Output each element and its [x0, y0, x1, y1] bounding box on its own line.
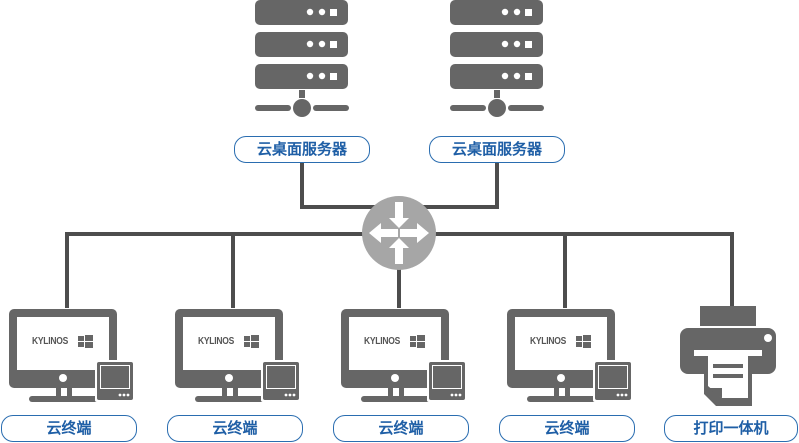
server-link-left — [300, 161, 382, 209]
desktop-terminal-icon — [175, 309, 301, 402]
os-brand-text: KYLINOS — [364, 336, 401, 347]
server-label-1: 云桌面服务器 — [234, 136, 370, 163]
terminal-node-2: KYLINOS — [172, 306, 302, 406]
server-link-right — [418, 161, 499, 209]
windows-logo-icon — [576, 335, 591, 348]
terminal-label-3: 云终端 — [333, 415, 469, 442]
server-node-1 — [255, 0, 350, 165]
desktop-terminal-icon — [507, 309, 633, 402]
windows-logo-icon — [410, 335, 425, 348]
server-label-2: 云桌面服务器 — [429, 136, 565, 163]
windows-logo-icon — [244, 335, 259, 348]
terminal-node-3: KYLINOS — [338, 306, 468, 406]
desktop-terminal-icon — [341, 309, 467, 402]
server-icon — [255, 0, 349, 117]
os-brand-text: KYLINOS — [32, 336, 69, 347]
terminal-node-4: KYLINOS — [504, 306, 634, 406]
os-brand-text: KYLINOS — [198, 336, 235, 347]
server-node-2 — [450, 0, 545, 165]
os-brand-text: KYLINOS — [530, 336, 567, 347]
printer-label: 打印一体机 — [664, 415, 798, 442]
terminal-label-2: 云终端 — [167, 415, 303, 442]
terminal-node-1: KYLINOS — [6, 306, 136, 406]
printer-icon — [680, 306, 776, 406]
desktop-terminal-icon — [9, 309, 135, 402]
windows-logo-icon — [78, 335, 93, 348]
terminal-label-1: 云终端 — [1, 415, 137, 442]
server-icon — [450, 0, 544, 117]
router-icon — [362, 196, 436, 270]
terminal-label-4: 云终端 — [499, 415, 635, 442]
